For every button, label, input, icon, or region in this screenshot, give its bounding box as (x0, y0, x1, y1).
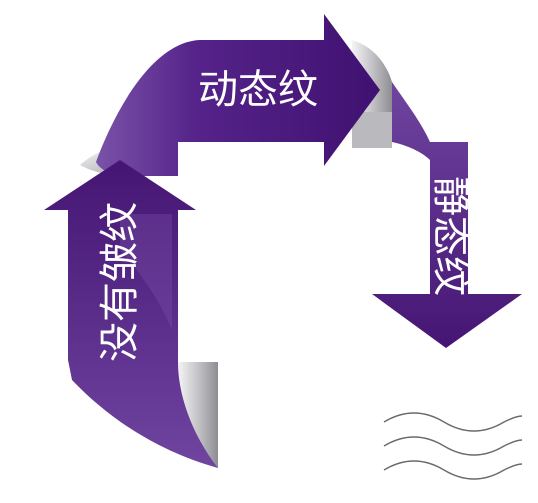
right-arrow-label: 静态纹 (428, 176, 474, 296)
left-arrow-highlight (120, 214, 172, 330)
left-arrow-label: 没有皱纹 (97, 202, 143, 362)
fold-inner-right (352, 112, 392, 148)
top-arrow-label: 动态纹 (198, 67, 318, 113)
wave-line-1 (383, 412, 523, 432)
wavy-lines-icon (383, 412, 523, 480)
fold-curl-bottom-left (178, 362, 218, 468)
right-arrow (372, 82, 522, 348)
left-arrow (44, 160, 218, 468)
wave-line-3 (383, 460, 523, 480)
wave-line-2 (383, 436, 523, 456)
top-arrow (96, 14, 380, 176)
